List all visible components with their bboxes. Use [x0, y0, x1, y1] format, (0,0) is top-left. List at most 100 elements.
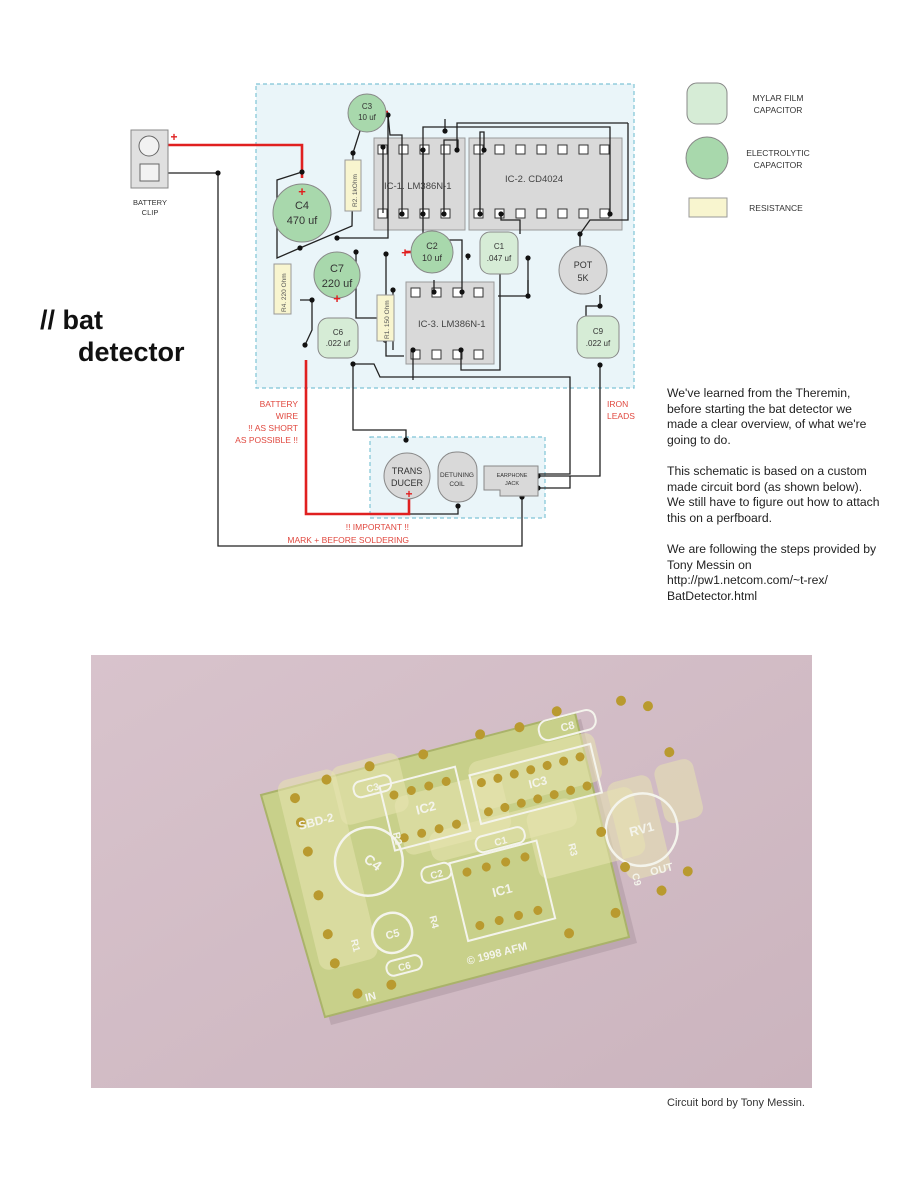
- ic3-label: IC-3. LM386N-1: [418, 319, 486, 330]
- copper-area: [468, 733, 602, 811]
- important-note-1: !! IMPORTANT !!: [346, 522, 409, 532]
- pad: [520, 852, 530, 862]
- iron-leads-note-1: IRON: [607, 399, 628, 409]
- legend-mylar-label-2: CAPACITOR: [754, 105, 803, 115]
- ic2-pin: [536, 144, 547, 155]
- pad: [322, 929, 333, 940]
- pot-name: POT: [574, 260, 593, 270]
- pad: [516, 798, 526, 808]
- junction-dot: [459, 289, 465, 295]
- resistor-r2-label: R2. 1kOhm: [352, 174, 359, 207]
- ic3-pin: [473, 349, 484, 360]
- pad: [364, 761, 375, 772]
- battery-clip-label-1: BATTERY: [133, 198, 167, 207]
- ic3-pin: [431, 349, 442, 360]
- capacitor-c9-name: C9: [593, 327, 604, 336]
- junction-dot: [410, 347, 416, 353]
- pcb-label-c8: C8: [560, 719, 576, 734]
- pad: [551, 706, 562, 717]
- pcb-label-in: IN: [364, 990, 378, 1004]
- pad: [533, 905, 543, 915]
- pad: [386, 979, 397, 990]
- capacitor-c2-name: C2: [426, 241, 438, 251]
- ic2-pin: [536, 208, 547, 219]
- capacitor-c4: [272, 183, 332, 243]
- pad: [406, 785, 416, 796]
- pad: [682, 866, 693, 877]
- important-note-2: MARK + BEFORE SOLDERING: [287, 535, 409, 545]
- pad: [483, 807, 493, 817]
- junction-dot: [399, 211, 405, 217]
- pad: [441, 776, 451, 786]
- resistor-r2: [344, 159, 362, 212]
- pcb-label-ic2: IC2: [414, 798, 437, 818]
- legend-resistance-swatch: [688, 197, 728, 218]
- intro-paragraph-1: We've learned from the Theremin, before …: [667, 386, 867, 447]
- junction-dot: [498, 211, 504, 217]
- pad: [494, 915, 504, 926]
- earphone-jack: [483, 465, 539, 497]
- junction-dot: [481, 147, 487, 153]
- capacitor-c9: [576, 315, 620, 359]
- pad: [290, 793, 300, 804]
- ic2-pin: [578, 208, 589, 219]
- ic2-pin: [599, 144, 610, 155]
- junction-dot: [597, 362, 603, 368]
- pad: [642, 701, 653, 712]
- capacitor-c7-name: C7: [330, 263, 344, 275]
- c8-outline: [537, 709, 597, 742]
- capacitor-c7-value: 220 uf: [322, 278, 354, 290]
- copper-area: [654, 759, 703, 824]
- junction-dot: [525, 293, 531, 299]
- legend-electrolytic-label-1: ELECTROLYTIC: [746, 148, 810, 158]
- capacitor-c4-name: C4: [295, 200, 309, 212]
- pad: [564, 928, 575, 939]
- transducer-label-2: DUCER: [391, 478, 424, 488]
- junction-dot: [577, 231, 583, 237]
- capacitor-c9-value: .022 uf: [586, 339, 611, 348]
- resistor-r4-label: R4. 220 Ohm: [281, 273, 288, 312]
- copper-area: [331, 753, 409, 825]
- legend-electrolytic-label-2: CAPACITOR: [754, 160, 803, 170]
- capacitor-c6-value: .022 uf: [326, 339, 351, 348]
- junction-dot: [302, 342, 308, 348]
- ic2-label: IC-2. CD4024: [505, 174, 563, 185]
- battery-clip-square-terminal: [139, 163, 160, 182]
- junction-dot: [442, 128, 448, 134]
- capacitor-c4-plus: +: [298, 184, 306, 199]
- pcb-label-out: OUT: [649, 861, 675, 879]
- pad: [549, 790, 559, 800]
- pcb-label-r2: R2: [390, 831, 404, 847]
- pcb-label-rv1: RV1: [628, 819, 656, 840]
- pad: [559, 756, 569, 766]
- pad: [352, 988, 363, 999]
- pad: [329, 958, 340, 969]
- c3-outline: [352, 774, 393, 799]
- junction-dot: [441, 211, 447, 217]
- resistor-r4: [273, 263, 292, 315]
- ic1-outline: [448, 839, 557, 943]
- ic3-pin: [410, 287, 421, 298]
- ic3-pin: [452, 349, 463, 360]
- potentiometer: [558, 245, 608, 295]
- junction-dot: [458, 347, 464, 353]
- pad: [616, 695, 626, 706]
- junction-dot: [420, 211, 426, 217]
- page-title: // bat detector: [40, 304, 185, 368]
- pad: [295, 817, 306, 828]
- iron-leads-note-2: LEADS: [607, 411, 635, 421]
- bat-detector-schematic: IC-1. LM386N-1 IC-2. CD4024 IC-3. LM386N…: [130, 82, 810, 547]
- pad: [610, 907, 621, 918]
- intro-paragraph-3: We are following the steps provided by T…: [667, 541, 877, 603]
- ic1-label: IC-1. LM386N-1: [384, 181, 452, 192]
- page-title-line-1: // bat: [40, 305, 104, 335]
- pad: [321, 774, 332, 785]
- pcb-label-ic1: IC1: [491, 880, 514, 900]
- junction-dot: [390, 287, 396, 293]
- capacitor-c3-value: 10 uf: [358, 113, 377, 122]
- pad: [476, 778, 486, 788]
- pcb-traces: SBD-2C4C5IC2IC3IC1C8C3C1C2C6RV1C9OUTINR1…: [277, 695, 703, 1005]
- pot-value: 5K: [577, 273, 588, 283]
- pad: [399, 833, 409, 843]
- junction-dot: [380, 144, 386, 150]
